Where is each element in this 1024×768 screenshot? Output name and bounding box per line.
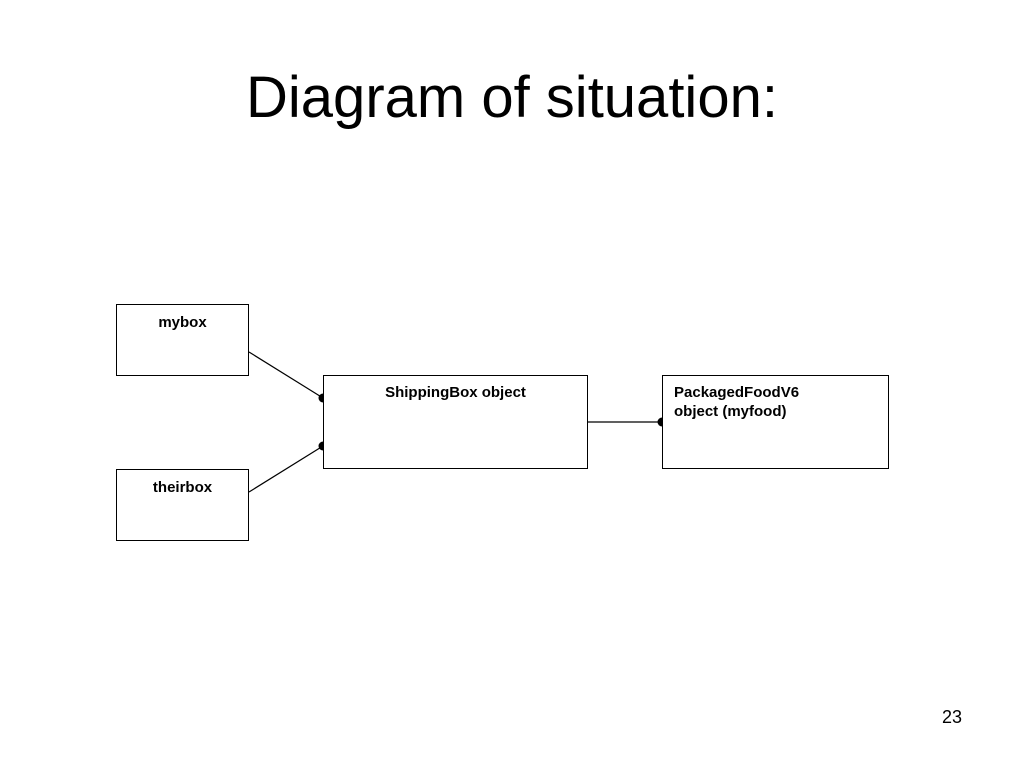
theirbox-label: theirbox	[152, 479, 213, 496]
packagedfood-label-line2: object (myfood)	[674, 403, 787, 420]
theirbox-reference-arrow	[248, 445, 324, 493]
page-number: 23	[941, 707, 962, 727]
theirbox-variable-box: theirbox	[116, 469, 249, 541]
shippingbox-object-label: ShippingBox object	[385, 384, 526, 401]
packagedfood-object-box: PackagedFoodV6 object (myfood)	[662, 375, 889, 469]
mybox-label: mybox	[158, 314, 207, 331]
packagedfood-label-line1: PackagedFoodV6	[674, 384, 800, 401]
mybox-variable-box: mybox	[116, 304, 249, 376]
mybox-reference-arrow	[248, 351, 324, 399]
slide-title: Diagram of situation:	[246, 65, 778, 130]
shippingbox-object-box: ShippingBox object	[323, 375, 588, 469]
